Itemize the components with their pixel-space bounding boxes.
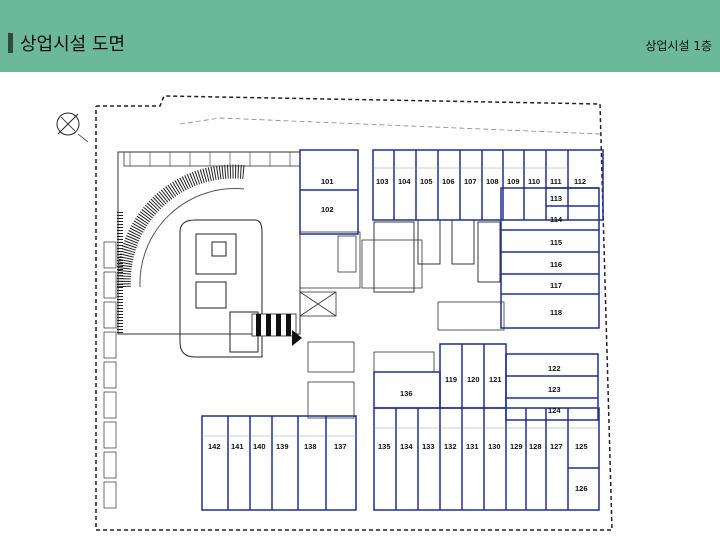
unit-label-125: 125 (575, 442, 588, 451)
unit-label-135: 135 (378, 442, 391, 451)
unit-label-104: 104 (398, 177, 411, 186)
floor-label: 상업시설 1층 (645, 39, 712, 53)
unit-label-113: 113 (550, 194, 562, 203)
unit-label-138: 138 (304, 442, 317, 451)
site-boundary (95, 95, 613, 531)
unit-label-116: 116 (550, 260, 562, 269)
unit-label-134: 134 (400, 442, 413, 451)
floor-plan: 101 102 103 104 105 106 107 108 109 110 … (56, 95, 613, 531)
core-building (179, 219, 263, 358)
unit-label-142: 142 (208, 442, 221, 451)
interior-grid-lines (202, 167, 599, 437)
unit-label-101: 101 (321, 177, 334, 186)
unit-label-122: 122 (548, 364, 561, 373)
unit-label-136: 136 (400, 389, 413, 398)
unit-label-103: 103 (376, 177, 389, 186)
unit-block-101-102 (299, 149, 359, 235)
unit-label-105: 105 (420, 177, 433, 186)
unit-block-middle (373, 343, 507, 409)
unit-label-129: 129 (510, 442, 523, 451)
unit-label-109: 109 (507, 177, 520, 186)
unit-label-114: 114 (550, 215, 563, 224)
unit-label-107: 107 (464, 177, 477, 186)
unit-label-115: 115 (550, 238, 562, 247)
unit-label-112: 112 (574, 177, 586, 186)
setback-line (179, 117, 601, 135)
unit-label-120: 120 (467, 375, 480, 384)
unit-label-123: 123 (548, 385, 561, 394)
header-bar: 상업시설 도면 상업시설 1층 (0, 0, 720, 72)
unit-label-124: 124 (548, 406, 561, 415)
unit-label-102: 102 (321, 205, 334, 214)
unit-label-128: 128 (529, 442, 542, 451)
unit-label-132: 132 (444, 442, 457, 451)
unit-label-141: 141 (231, 442, 244, 451)
curved-ramp (116, 151, 301, 335)
title-accent-bar (8, 33, 13, 53)
unit-label-119: 119 (445, 375, 457, 384)
unit-label-110: 110 (528, 177, 540, 186)
unit-row-top (372, 149, 604, 221)
unit-label-127: 127 (550, 442, 563, 451)
unit-label-111: 111 (550, 177, 562, 186)
unit-label-133: 133 (422, 442, 435, 451)
unit-label-121: 121 (489, 375, 502, 384)
parking-stalls-left (103, 241, 117, 509)
unit-label-118: 118 (550, 308, 562, 317)
compass-icon (56, 112, 89, 143)
unit-row-bottom-left (201, 415, 357, 511)
upper-core (373, 219, 501, 293)
unit-column-right-upper (500, 187, 600, 329)
entrance-arrow-icon (251, 313, 302, 346)
unit-label-131: 131 (466, 442, 479, 451)
unit-label-140: 140 (253, 442, 266, 451)
unit-label-106: 106 (442, 177, 455, 186)
page-title: 상업시설 도면 (20, 34, 126, 55)
unit-label-139: 139 (276, 442, 289, 451)
unit-label-137: 137 (334, 442, 347, 451)
unit-label-126: 126 (575, 484, 588, 493)
unit-row-bottom-right (373, 407, 600, 511)
unit-label-117: 117 (550, 281, 562, 290)
unit-label-130: 130 (488, 442, 501, 451)
unit-label-108: 108 (486, 177, 499, 186)
